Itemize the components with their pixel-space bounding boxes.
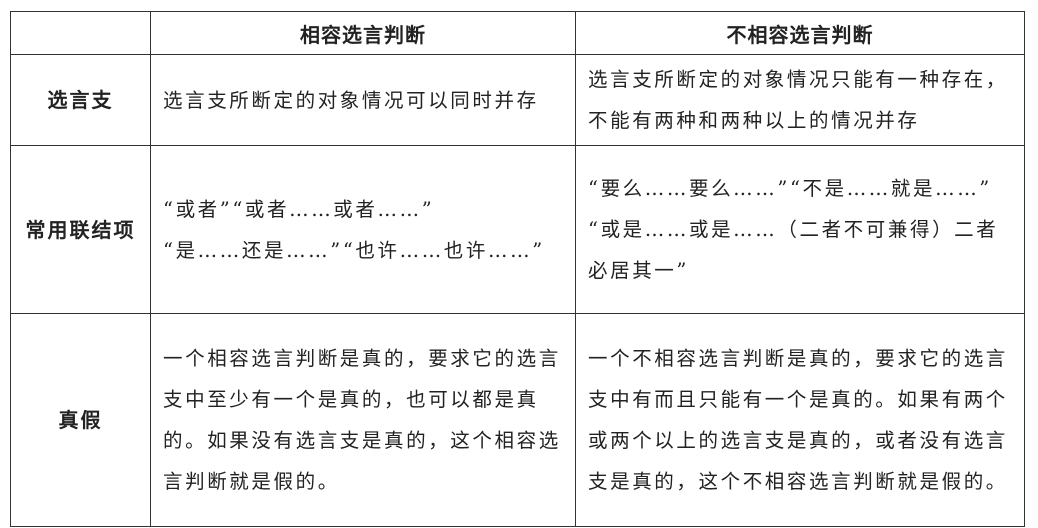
cell-text: 一个相容选言判断是真的，要求它的选言支中至少有一个是真的，也可以都是真的。如果没… xyxy=(163,347,561,493)
cell-text: “或者”“或者……或者……” xyxy=(163,197,435,221)
cell-disjuncts-compatible: 选言支所断定的对象情况可以同时并存 xyxy=(150,54,576,146)
cell-connectives-incompatible: “要么……要么……”“不是……就是……” “或是……或是……（二者不可兼得）二者… xyxy=(575,145,1025,314)
cell-truth-incompatible: 一个不相容选言判断是真的，要求它的选言支中有而且只能有一个是真的。如果有两个或两… xyxy=(575,313,1025,527)
row-label-connectives: 常用联结项 xyxy=(10,145,151,314)
cell-text: 一个不相容选言判断是真的，要求它的选言支中有而且只能有一个是真的。如果有两个或两… xyxy=(588,347,1008,493)
header-row: 相容选言判断 不相容选言判断 xyxy=(10,11,1025,55)
header-incompatible: 不相容选言判断 xyxy=(575,11,1025,55)
cell-text: “是……还是……”“也许……也许……” xyxy=(163,238,545,262)
row-label-truth: 真假 xyxy=(10,313,151,527)
table-row-disjuncts: 选言支 选言支所断定的对象情况可以同时并存 选言支所断定的对象情况只能有一种存在… xyxy=(10,54,1025,146)
cell-text: “要么……要么……”“不是……就是……” xyxy=(588,177,992,200)
cell-disjuncts-incompatible: 选言支所断定的对象情况只能有一种存在，不能有两种和两种以上的情况并存 xyxy=(575,54,1025,146)
cell-connectives-compatible: “或者”“或者……或者……” “是……还是……”“也许……也许……” xyxy=(150,145,576,314)
cell-text: 选言支所断定的对象情况只能有一种存在，不能有两种和两种以上的情况并存 xyxy=(588,68,1008,132)
cell-truth-compatible: 一个相容选言判断是真的，要求它的选言支中至少有一个是真的，也可以都是真的。如果没… xyxy=(150,313,576,527)
cell-text: 选言支所断定的对象情况可以同时并存 xyxy=(163,88,539,112)
header-corner xyxy=(10,11,151,55)
header-compatible: 相容选言判断 xyxy=(150,11,576,55)
row-label-disjuncts: 选言支 xyxy=(10,54,151,146)
cell-text: “或是……或是……（二者不可兼得）二者必居其一” xyxy=(588,218,999,282)
table-row-truth: 真假 一个相容选言判断是真的，要求它的选言支中至少有一个是真的，也可以都是真的。… xyxy=(10,313,1025,527)
table-row-connectives: 常用联结项 “或者”“或者……或者……” “是……还是……”“也许……也许……”… xyxy=(10,145,1025,314)
comparison-table: 相容选言判断 不相容选言判断 选言支 选言支所断定的对象情况可以同时并存 选言支… xyxy=(10,11,1025,527)
